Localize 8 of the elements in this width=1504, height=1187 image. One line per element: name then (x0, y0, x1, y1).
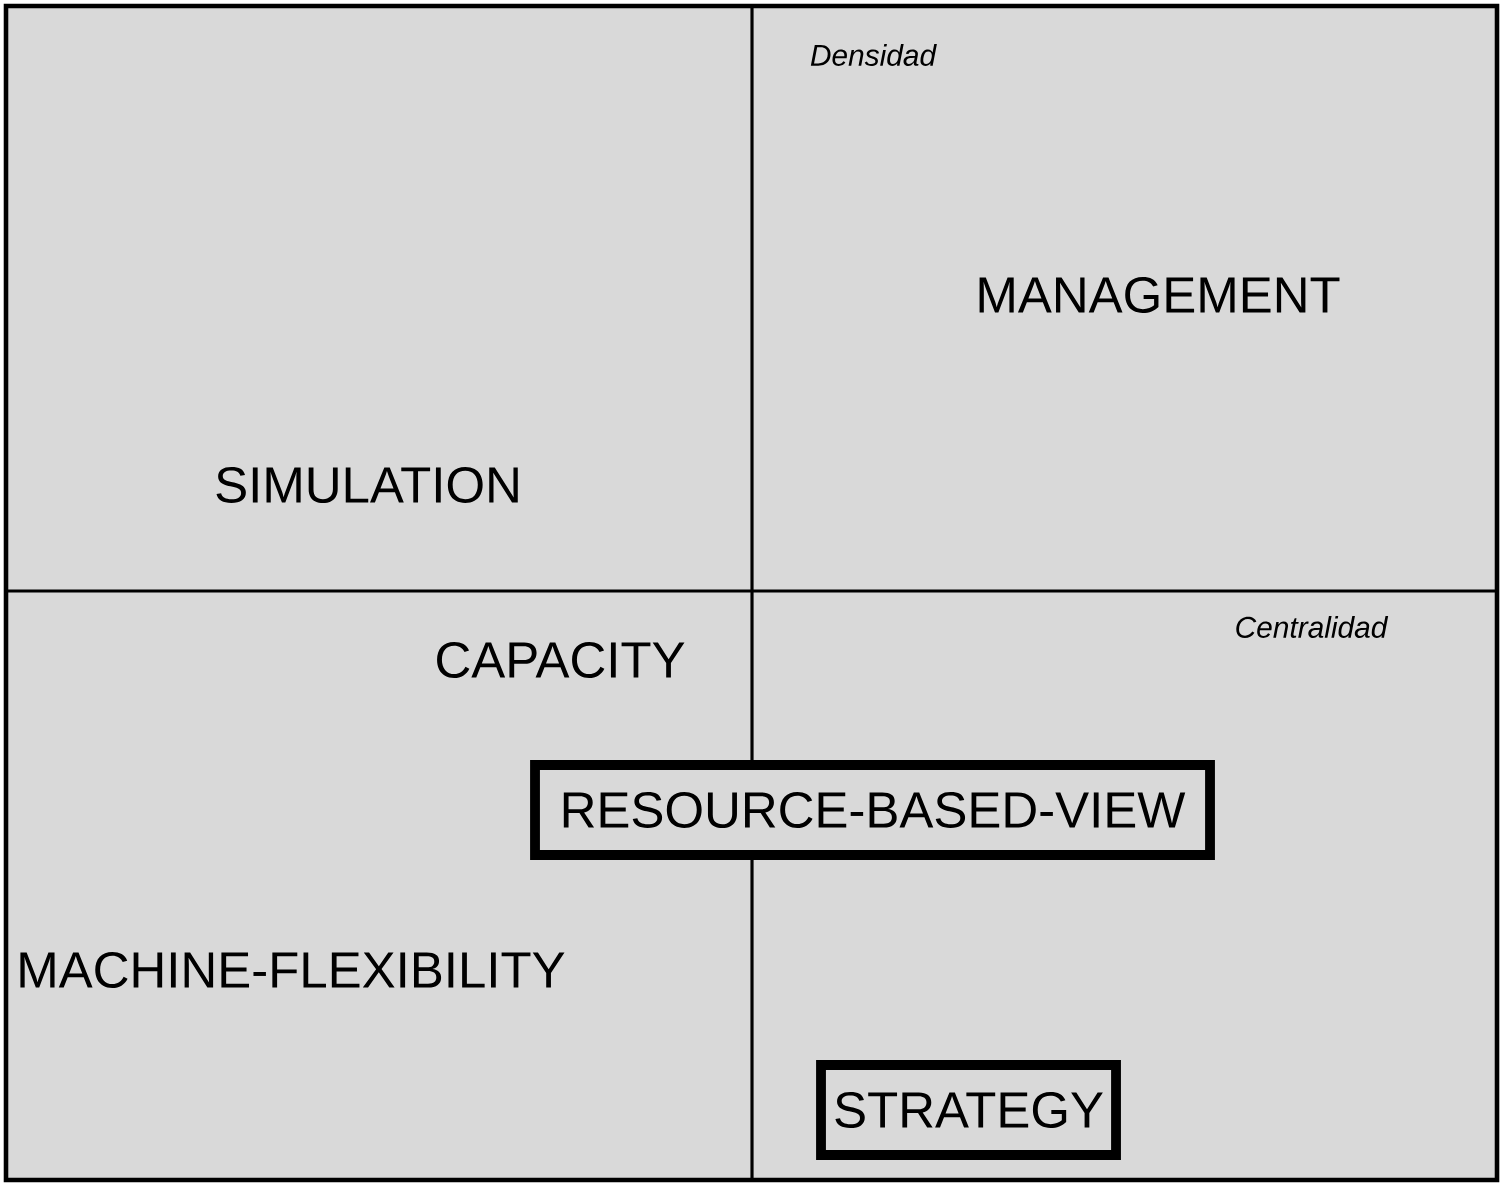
theme-label: MACHINE-FLEXIBILITY (20, 951, 565, 988)
theme-box: RESOURCE-BASED-VIEW (530, 760, 1215, 860)
axis-label: Centralidad (1236, 616, 1389, 638)
theme-label: CAPACITY (437, 641, 685, 678)
theme-label: MANAGEMENT (979, 276, 1340, 313)
theme-box: STRATEGY (816, 1060, 1121, 1160)
axis-label: Densidad (810, 44, 937, 66)
theme-label: SIMULATION (216, 466, 518, 503)
